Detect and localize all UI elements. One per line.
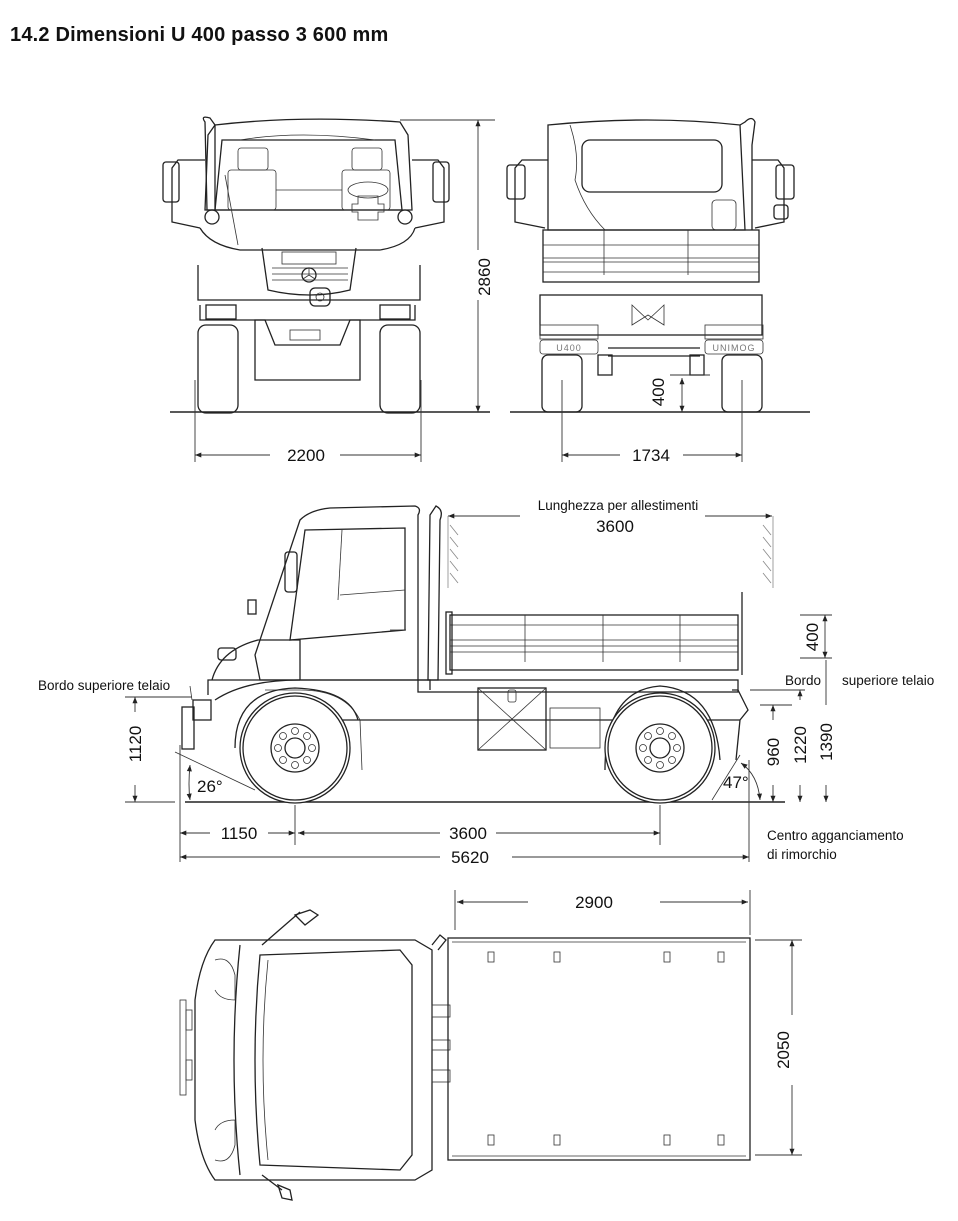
side-bed	[449, 614, 739, 671]
rear-tailgate	[542, 229, 760, 283]
hitch-height-dim: 960	[764, 738, 783, 766]
right-mirror	[432, 161, 450, 203]
front-frame-height-dim: 1120	[126, 726, 145, 763]
front-left-wheel	[197, 324, 239, 414]
side-view: Lunghezza per allestimenti 3600 Bordo su…	[38, 498, 934, 867]
front-height-dim: 2860	[475, 258, 494, 296]
hatch-right	[762, 516, 774, 588]
rear-cab	[547, 119, 746, 231]
rear-width-dim: 1734	[632, 446, 670, 465]
front-overhang-dim: 1150	[221, 824, 258, 843]
rear-window	[581, 139, 723, 193]
hitch-label-line1: Centro agganciamento	[767, 828, 904, 843]
rear-frame-label-a: Bordo	[785, 673, 821, 688]
body-length-label: Lunghezza per allestimenti	[538, 498, 699, 513]
rear-ground-clearance-dim: 400	[649, 378, 668, 406]
hitch-label-line2: di rimorchio	[767, 847, 837, 862]
front-width-dim: 2200	[287, 446, 325, 465]
top-view: 2900 2050	[179, 890, 802, 1201]
side-cab	[254, 505, 421, 681]
bed-length-dim: 2900	[575, 893, 613, 912]
front-view: 2860 2200	[162, 116, 495, 465]
front-cab	[204, 118, 413, 211]
rear-frame-label-b: superiore telaio	[842, 673, 934, 688]
top-cab	[194, 939, 433, 1181]
approach-angle: 26°	[197, 777, 223, 796]
side-front-wheel	[239, 692, 351, 804]
wheelbase-dim: 3600	[449, 824, 487, 843]
page-title: 14.2 Dimensioni U 400 passo 3 600 mm	[10, 24, 389, 46]
rear-plate-left: U400	[556, 343, 582, 353]
front-frame-label: Bordo superiore telaio	[38, 678, 170, 693]
front-right-wheel	[379, 324, 421, 414]
top-bed	[447, 937, 751, 1161]
bed-width-dim: 2050	[774, 1031, 793, 1069]
rear-plate-right: UNIMOG	[713, 343, 756, 353]
tie-down-points	[487, 951, 725, 1146]
left-mirror	[162, 161, 180, 203]
side-rear-wheel	[604, 692, 716, 804]
departure-angle: 47°	[723, 773, 749, 792]
rear-view: U400 UNIMOG 400 1734	[506, 117, 810, 465]
body-length-dim: 3600	[596, 517, 634, 536]
side-wall-height-dim: 400	[803, 623, 822, 651]
side-tank	[477, 687, 547, 751]
hatch-left	[447, 516, 459, 588]
rear-frame-height-dim: 1220	[791, 726, 810, 764]
platform-height-dim: 1390	[817, 723, 836, 761]
overall-length-dim: 5620	[451, 848, 489, 867]
